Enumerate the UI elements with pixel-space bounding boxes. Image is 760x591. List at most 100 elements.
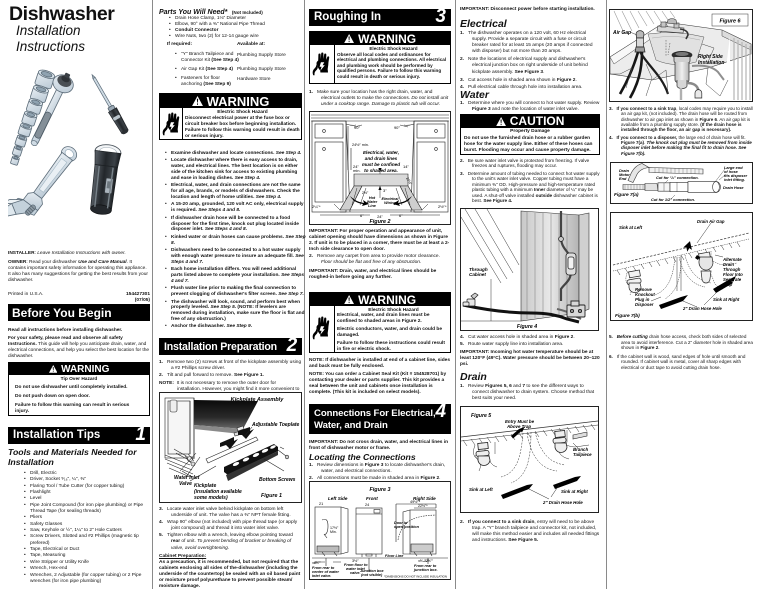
svg-text:Through: Through (469, 267, 488, 272)
svg-text:3": 3" (383, 188, 387, 193)
svg-text:open position: open position (394, 525, 420, 529)
svg-text:2½"*: 2½"* (438, 204, 447, 209)
svg-text:Hot: Hot (369, 196, 376, 200)
svg-text:Door in: Door in (394, 521, 408, 525)
svg-text:Cut for 1/2" connection.: Cut for 1/2" connection. (651, 197, 695, 202)
svg-text:Drain: Drain (619, 168, 630, 173)
svg-text:Through: Through (723, 267, 741, 272)
svg-text:Figure 7(a): Figure 7(a) (614, 192, 639, 198)
svg-text:fits disposer: fits disposer (724, 173, 748, 178)
svg-text:6": 6" (360, 213, 364, 218)
svg-text:Figure 1: Figure 1 (261, 493, 282, 499)
svg-text:24": 24" (377, 214, 383, 219)
svg-text:Line: Line (368, 204, 376, 208)
svg-text:14": 14" (403, 164, 409, 169)
svg-text:From floor to: From floor to (344, 563, 368, 567)
svg-text:Electrical, water,: Electrical, water, (363, 150, 399, 155)
svg-text:Bottom Screws: Bottom Screws (259, 477, 296, 483)
svg-text:Sink at Left: Sink at Left (469, 487, 493, 492)
svg-text:Figure 2: Figure 2 (370, 219, 391, 224)
svg-text:From rear to: From rear to (414, 564, 437, 568)
svg-text:Floor Into: Floor Into (723, 272, 743, 277)
svg-text:End: End (619, 176, 627, 181)
svg-text:Left Side: Left Side (328, 496, 348, 501)
svg-text:Disposer: Disposer (635, 302, 654, 307)
svg-text:2" Drain Hose Hole: 2" Drain Hose Hole (682, 306, 722, 311)
svg-text:Knockout: Knockout (635, 292, 655, 297)
svg-text:Adjustable Toeplate: Adjustable Toeplate (251, 422, 300, 428)
svg-text:inlet valve.: inlet valve. (312, 574, 331, 578)
svg-text:Front: Front (366, 496, 378, 501)
svg-text:Entry Must be: Entry Must be (505, 419, 535, 424)
svg-text:Figure 6: Figure 6 (720, 19, 742, 25)
svg-text:center of water: center of water (312, 570, 340, 574)
svg-text:From rear to: From rear to (312, 566, 335, 570)
svg-text:6": 6" (399, 213, 403, 218)
svg-text:must be confined: must be confined (362, 162, 400, 167)
svg-text:24½" min.: 24½" min. (352, 143, 369, 147)
svg-text:Cut for ⁷/₈" connection.: Cut for ⁷/₈" connection. (656, 175, 699, 180)
svg-text:some models): some models) (194, 495, 228, 501)
svg-text:Drain Air Gap: Drain Air Gap (697, 219, 725, 224)
svg-text:≈6½": ≈6½" (312, 561, 321, 565)
svg-text:21: 21 (319, 502, 323, 506)
svg-text:and drain lines: and drain lines (365, 156, 398, 161)
svg-text:inlet fitting.: inlet fitting. (724, 177, 745, 182)
svg-text:*Dimensions do not include ins: *Dimensions do not include insulation (384, 575, 447, 579)
svg-text:Drain Hose: Drain Hose (723, 185, 744, 190)
svg-text:junction box.: junction box. (413, 568, 438, 572)
svg-text:2" Drain Hose Hole: 2" Drain Hose Hole (542, 500, 583, 505)
svg-text:Floor Line: Floor Line (385, 554, 403, 558)
svg-text:Electrical: Electrical (382, 197, 400, 201)
svg-text:Motor: Motor (619, 172, 630, 177)
svg-text:Wiring: Wiring (384, 201, 396, 205)
svg-text:water inlet: water inlet (346, 567, 366, 571)
svg-text:min.: min. (353, 168, 361, 173)
svg-text:Trap: Trap (723, 282, 733, 287)
svg-text:Air Gap: Air Gap (612, 30, 631, 36)
svg-text:≈½-12½": ≈½-12½" (418, 559, 433, 563)
svg-text:Large end: Large end (724, 165, 743, 170)
svg-text:to shaded area.: to shaded area. (364, 168, 398, 173)
svg-text:Alternate: Alternate (722, 257, 742, 262)
svg-text:Sink at Right: Sink at Right (713, 297, 740, 302)
svg-text:90°: 90° (394, 125, 400, 130)
svg-text:valve.: valve. (350, 571, 361, 575)
svg-text:Figure 3: Figure 3 (370, 487, 391, 493)
svg-text:90°: 90° (354, 125, 360, 130)
svg-text:Sink at Left: Sink at Left (619, 225, 643, 230)
svg-text:(not visible): (not visible) (361, 573, 383, 577)
svg-text:2½": 2½" (362, 191, 369, 195)
svg-text:22½"*: 22½"* (418, 504, 428, 508)
svg-text:3½": 3½" (352, 559, 359, 563)
svg-text:of hose: of hose (724, 169, 739, 174)
svg-text:Above Trap: Above Trap (506, 424, 531, 429)
svg-text:2¼"*: 2¼"* (312, 204, 321, 209)
svg-text:49½"*: 49½"* (410, 500, 421, 504)
svg-text:Installation: Installation (698, 60, 724, 66)
svg-text:24: 24 (365, 503, 369, 507)
svg-text:(insulation available: (insulation available (194, 489, 242, 495)
svg-text:Min.: Min. (330, 530, 337, 534)
svg-text:Valve: Valve (179, 481, 192, 487)
svg-text:Sink at Right: Sink at Right (561, 489, 588, 494)
svg-text:Kickplate: Kickplate (194, 483, 216, 489)
svg-text:Water Inlet: Water Inlet (174, 475, 200, 481)
svg-text:Branch: Branch (573, 447, 588, 452)
svg-text:Figure 5: Figure 5 (471, 413, 491, 419)
svg-text:Drain: Drain (723, 262, 734, 267)
svg-text:Right Side: Right Side (698, 54, 723, 60)
svg-text:Remove: Remove (635, 287, 652, 292)
svg-text:Plug in: Plug in (635, 297, 650, 302)
svg-text:Water: Water (367, 200, 378, 204)
svg-text:17½": 17½" (330, 526, 339, 530)
svg-text:Figure 7(b): Figure 7(b) (615, 313, 640, 319)
svg-text:Junction box: Junction box (360, 569, 385, 573)
svg-text:24": 24" (353, 164, 359, 169)
svg-text:Kickplate Assembly: Kickplate Assembly (231, 397, 285, 403)
svg-text:Right Side: Right Side (413, 496, 436, 501)
svg-text:Figure 4: Figure 4 (517, 324, 537, 330)
svg-text:20½": 20½" (405, 177, 413, 187)
svg-text:Separate: Separate (723, 277, 742, 282)
svg-text:Tailpiece: Tailpiece (573, 452, 592, 457)
